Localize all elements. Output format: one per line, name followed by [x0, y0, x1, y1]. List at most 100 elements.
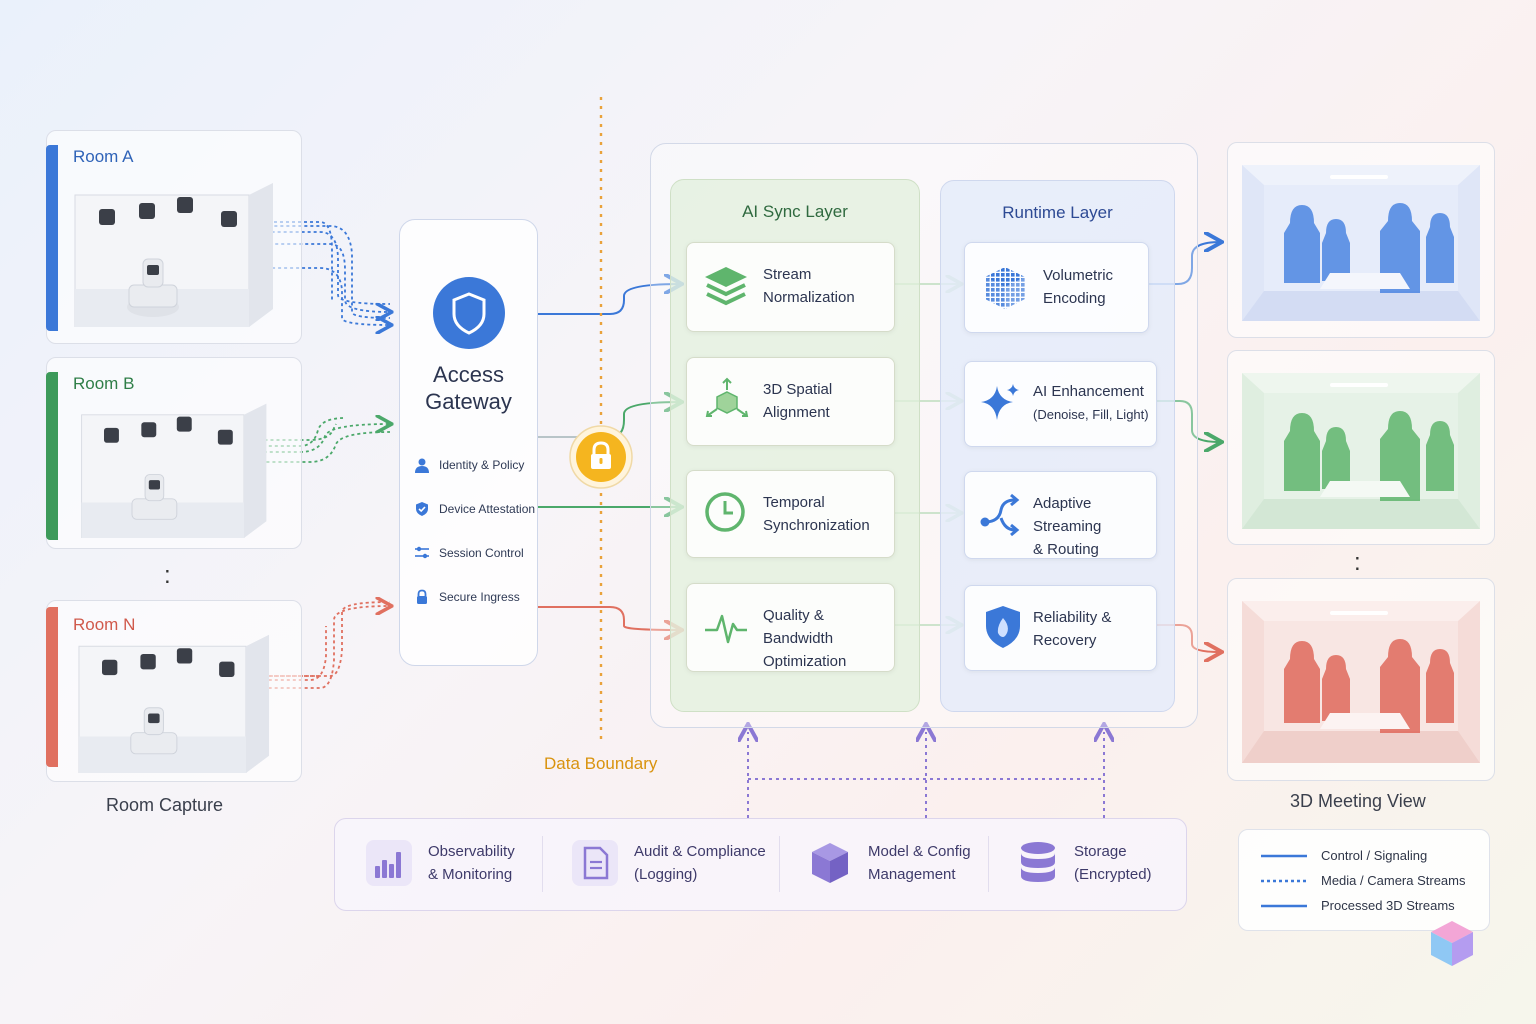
padlock-icon: [569, 425, 633, 489]
services-divider: [988, 836, 989, 892]
meeting-ellipsis: :: [1354, 549, 1361, 576]
service-storage[interactable]: Storage (Encrypted): [1018, 840, 1152, 886]
node-line2: & Routing: [1033, 541, 1099, 558]
sparkle-icon: [981, 384, 1019, 420]
node-line1: Temporal: [763, 494, 825, 511]
service-line1: Audit & Compliance: [634, 843, 766, 860]
room-card-b: Room B: [46, 357, 302, 549]
service-label: Audit & Compliance (Logging): [634, 840, 766, 886]
service-label: Storage (Encrypted): [1074, 840, 1152, 886]
routing-icon: [980, 493, 1020, 537]
node-line2: (Denoise, Fill, Light): [1033, 407, 1149, 422]
data-boundary-label: Data Boundary: [544, 754, 658, 773]
room-title-a: Room A: [73, 147, 134, 166]
clock-icon: [705, 492, 745, 532]
legend-row-processed: Processed 3D Streams: [1261, 898, 1455, 913]
node-label: Quality & Bandwidth Optimization: [763, 604, 894, 673]
legend-line-solid: [1261, 904, 1307, 907]
room-title-n: Room N: [73, 615, 136, 634]
gateway-item-session: Session Control: [414, 545, 524, 561]
meeting-room-illustration: [1242, 601, 1480, 763]
service-label: Model & Config Management: [868, 840, 971, 886]
layers-icon: [705, 267, 747, 306]
room-card-a: Room A: [46, 130, 302, 344]
services-divider: [779, 836, 780, 892]
legend-label: Media / Camera Streams: [1321, 873, 1466, 888]
meeting-room-illustration: [1242, 373, 1480, 529]
room-illustration-b: [81, 403, 267, 538]
meeting-view-label: 3D Meeting View: [1290, 791, 1426, 811]
shield-check-icon: [416, 502, 428, 516]
node-line1: Stream: [763, 266, 812, 283]
room-capture-label: Room Capture: [106, 795, 224, 815]
legend: Control / Signaling Media / Camera Strea…: [1238, 829, 1490, 931]
service-line1: Storage: [1074, 843, 1127, 860]
service-line1: Observability: [428, 843, 515, 860]
room-accent-a: [46, 145, 58, 331]
node-label: Reliability & Recovery: [1033, 606, 1111, 652]
services-divider: [542, 836, 543, 892]
node-adaptive-streaming[interactable]: Adaptive Streaming & Routing: [964, 471, 1157, 559]
bar-chart-icon: [366, 840, 412, 886]
gateway-item-label: Device Attestation: [439, 502, 536, 516]
logo-cube-icon: [1431, 921, 1473, 966]
node-line1: Volumetric: [1043, 267, 1114, 284]
shield-icon: [986, 606, 1020, 648]
gateway-shield-icon: [433, 277, 505, 349]
node-label: Temporal Synchronization: [763, 491, 870, 537]
meeting-view-red[interactable]: [1227, 578, 1495, 781]
gateway-title-line1: Access: [433, 362, 504, 387]
node-stream-normalization[interactable]: Stream Normalization: [686, 242, 895, 332]
service-line2: Management: [868, 866, 956, 883]
node-label: 3D Spatial Alignment: [763, 378, 832, 424]
node-ai-enhancement[interactable]: AI Enhancement (Denoise, Fill, Light): [964, 361, 1157, 447]
legend-row-control: Control / Signaling: [1261, 848, 1427, 863]
node-label: AI Enhancement (Denoise, Fill, Light): [1033, 380, 1149, 426]
node-quality-bandwidth-optimization[interactable]: Quality & Bandwidth Optimization: [686, 583, 895, 672]
node-label: Volumetric Encoding: [1043, 264, 1113, 310]
node-3d-spatial-alignment[interactable]: 3D Spatial Alignment: [686, 357, 895, 446]
gateway-item-label: Identity & Policy: [439, 458, 525, 472]
room-ellipsis: :: [164, 562, 171, 589]
node-line2: Alignment: [763, 404, 830, 421]
gateway-item-label: Secure Ingress: [439, 590, 520, 604]
legend-line-dotted: [1261, 879, 1307, 882]
node-temporal-synchronization[interactable]: Temporal Synchronization: [686, 470, 895, 558]
user-icon: [415, 458, 429, 473]
database-icon: [1021, 842, 1055, 882]
legend-label: Processed 3D Streams: [1321, 898, 1455, 913]
node-line1: Quality & Bandwidth: [763, 607, 834, 647]
runtime-layer-title: Runtime Layer: [1002, 203, 1113, 222]
service-line2: & Monitoring: [428, 866, 513, 883]
node-line1: Adaptive Streaming: [1033, 495, 1102, 535]
ai-sync-layer-title: AI Sync Layer: [742, 202, 848, 221]
node-line2: Normalization: [763, 289, 855, 306]
service-observability[interactable]: Observability & Monitoring: [366, 840, 515, 886]
node-label: Stream Normalization: [763, 263, 855, 309]
meeting-view-green[interactable]: [1227, 350, 1495, 545]
gateway-item-ingress: Secure Ingress: [414, 589, 520, 605]
node-label: Adaptive Streaming & Routing: [1033, 492, 1156, 561]
node-reliability-recovery[interactable]: Reliability & Recovery: [964, 585, 1157, 671]
voxel-cube-icon: [985, 267, 1025, 309]
lock-icon: [417, 589, 427, 604]
node-line1: 3D Spatial: [763, 381, 833, 398]
room-illustration-a: [74, 183, 273, 327]
node-line1: AI Enhancement: [1033, 383, 1144, 400]
service-audit-compliance[interactable]: Audit & Compliance (Logging): [572, 840, 766, 886]
room-illustration-n: [78, 634, 270, 773]
gateway-item-identity: Identity & Policy: [414, 457, 524, 473]
legend-row-media: Media / Camera Streams: [1261, 873, 1466, 888]
room-accent-n: [46, 607, 58, 767]
box-icon: [812, 843, 848, 883]
node-volumetric-encoding[interactable]: Volumetric Encoding: [964, 242, 1149, 333]
pulse-icon: [705, 614, 747, 644]
meeting-view-blue[interactable]: [1227, 142, 1495, 338]
service-line1: Model & Config: [868, 843, 971, 860]
gateway-item-attestation: Device Attestation: [414, 501, 535, 517]
service-label: Observability & Monitoring: [428, 840, 515, 886]
service-line2: (Encrypted): [1074, 866, 1152, 883]
room-accent-b: [46, 372, 58, 540]
room-title-b: Room B: [73, 374, 135, 393]
service-model-config[interactable]: Model & Config Management: [808, 840, 971, 886]
